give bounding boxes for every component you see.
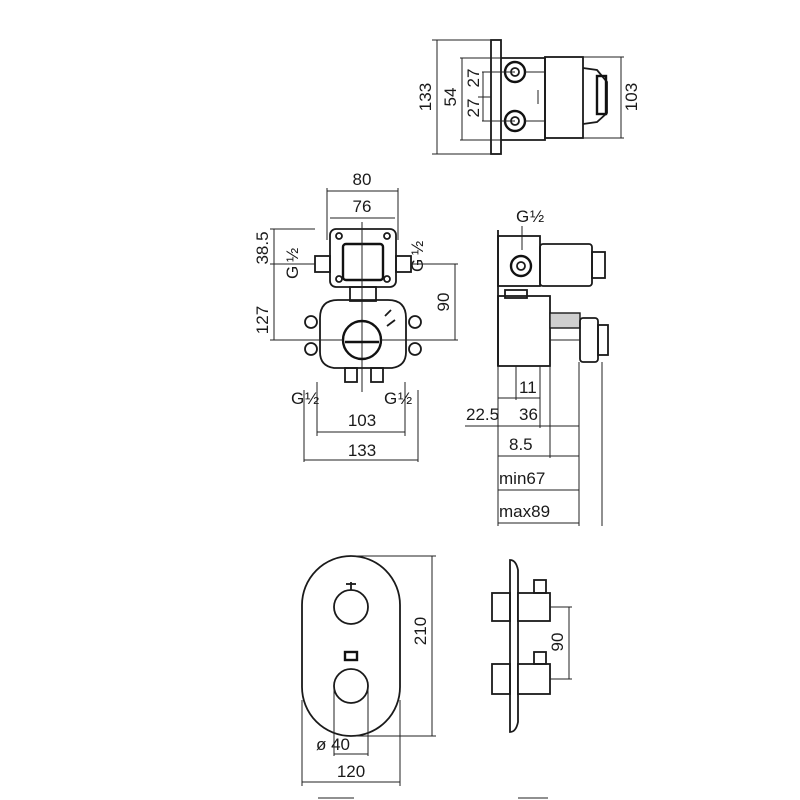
front-view-upper-window	[341, 242, 385, 282]
side-view-dim-min67: min67	[499, 469, 545, 488]
front-view-dim-103: 103	[348, 411, 376, 430]
side-view-dim-11: 11	[519, 378, 537, 397]
front-view-dim-127: 127	[253, 306, 272, 334]
front-view-outlet-right	[370, 367, 384, 383]
side-view-dim-8-5: 8.5	[509, 435, 533, 454]
front-view-connector-left	[314, 255, 331, 273]
front-view-dim-90: 90	[434, 293, 453, 312]
plate-side-dim-90: 90	[548, 633, 567, 652]
plate-front-upper-knob	[333, 589, 369, 625]
side-view-lower-cartridge	[579, 317, 599, 363]
front-view-dim-76: 76	[353, 197, 372, 216]
front-view-thread-right: G	[408, 259, 427, 272]
plate-front-dim-diameter: ø 40	[316, 735, 350, 754]
plate-front-lower-knob-marker	[343, 650, 359, 662]
top-view-dim-103: 103	[622, 83, 641, 111]
plate-front: 210 ø 40 120	[301, 555, 436, 786]
side-view-upper-body	[497, 235, 541, 287]
plate-side-upper-knob	[491, 592, 511, 622]
plate-front-dim-120: 120	[337, 762, 365, 781]
top-view-cartridge	[544, 56, 584, 139]
side-view-dim-max89: max89	[499, 502, 550, 521]
side-view-upper-cartridge	[539, 243, 593, 287]
side-view-dim-22-5: 22.5	[466, 405, 499, 424]
front-view-thread-bottom-left: G	[291, 389, 304, 408]
side-view: G ½ 11 22.5 36 8.5 min67	[465, 207, 609, 526]
plate-side-plate	[509, 559, 519, 733]
front-view-thread-left: G	[283, 266, 302, 279]
side-view-thread-top-fraction: ½	[530, 207, 544, 226]
side-view-thread-top: G	[516, 207, 529, 226]
top-view-dim-54: 54	[441, 88, 460, 107]
plate-front-lower-knob	[333, 668, 369, 704]
front-view-thread-bottom-right: G	[384, 389, 397, 408]
top-view-dim-27-upper: 27	[464, 69, 483, 88]
plate-side-lower-knob	[491, 663, 511, 695]
top-view-dim-27-lower: 27	[464, 99, 483, 118]
front-view-upper-frame	[329, 228, 397, 288]
side-view-inlet	[509, 254, 533, 278]
front-view-outlet-left	[344, 367, 358, 383]
side-view-lower-body	[497, 295, 551, 367]
front-view-dim-133: 133	[348, 441, 376, 460]
side-view-plaster-guard	[549, 312, 581, 329]
front-view-dim-80: 80	[353, 170, 372, 189]
front-view-dim-38-5: 38.5	[253, 231, 272, 264]
front-view: 80 76 G ½ G ½ G ½ G	[253, 170, 458, 462]
front-view-lower-body	[319, 299, 407, 369]
front-view-thread-left-fraction: ½	[283, 248, 302, 262]
plate-front-dim-210: 210	[411, 617, 430, 645]
top-view-dim-133: 133	[416, 83, 435, 111]
front-view-thread-bottom-left-fraction: ½	[305, 389, 319, 408]
plate-side: 90	[491, 559, 572, 733]
front-view-thread-right-fraction: ½	[408, 241, 427, 255]
side-view-dim-36: 36	[519, 405, 538, 424]
top-view-spindle-tip	[595, 74, 608, 116]
top-view-plate	[490, 39, 502, 155]
top-view: 133 54 27 27 103	[416, 39, 641, 155]
